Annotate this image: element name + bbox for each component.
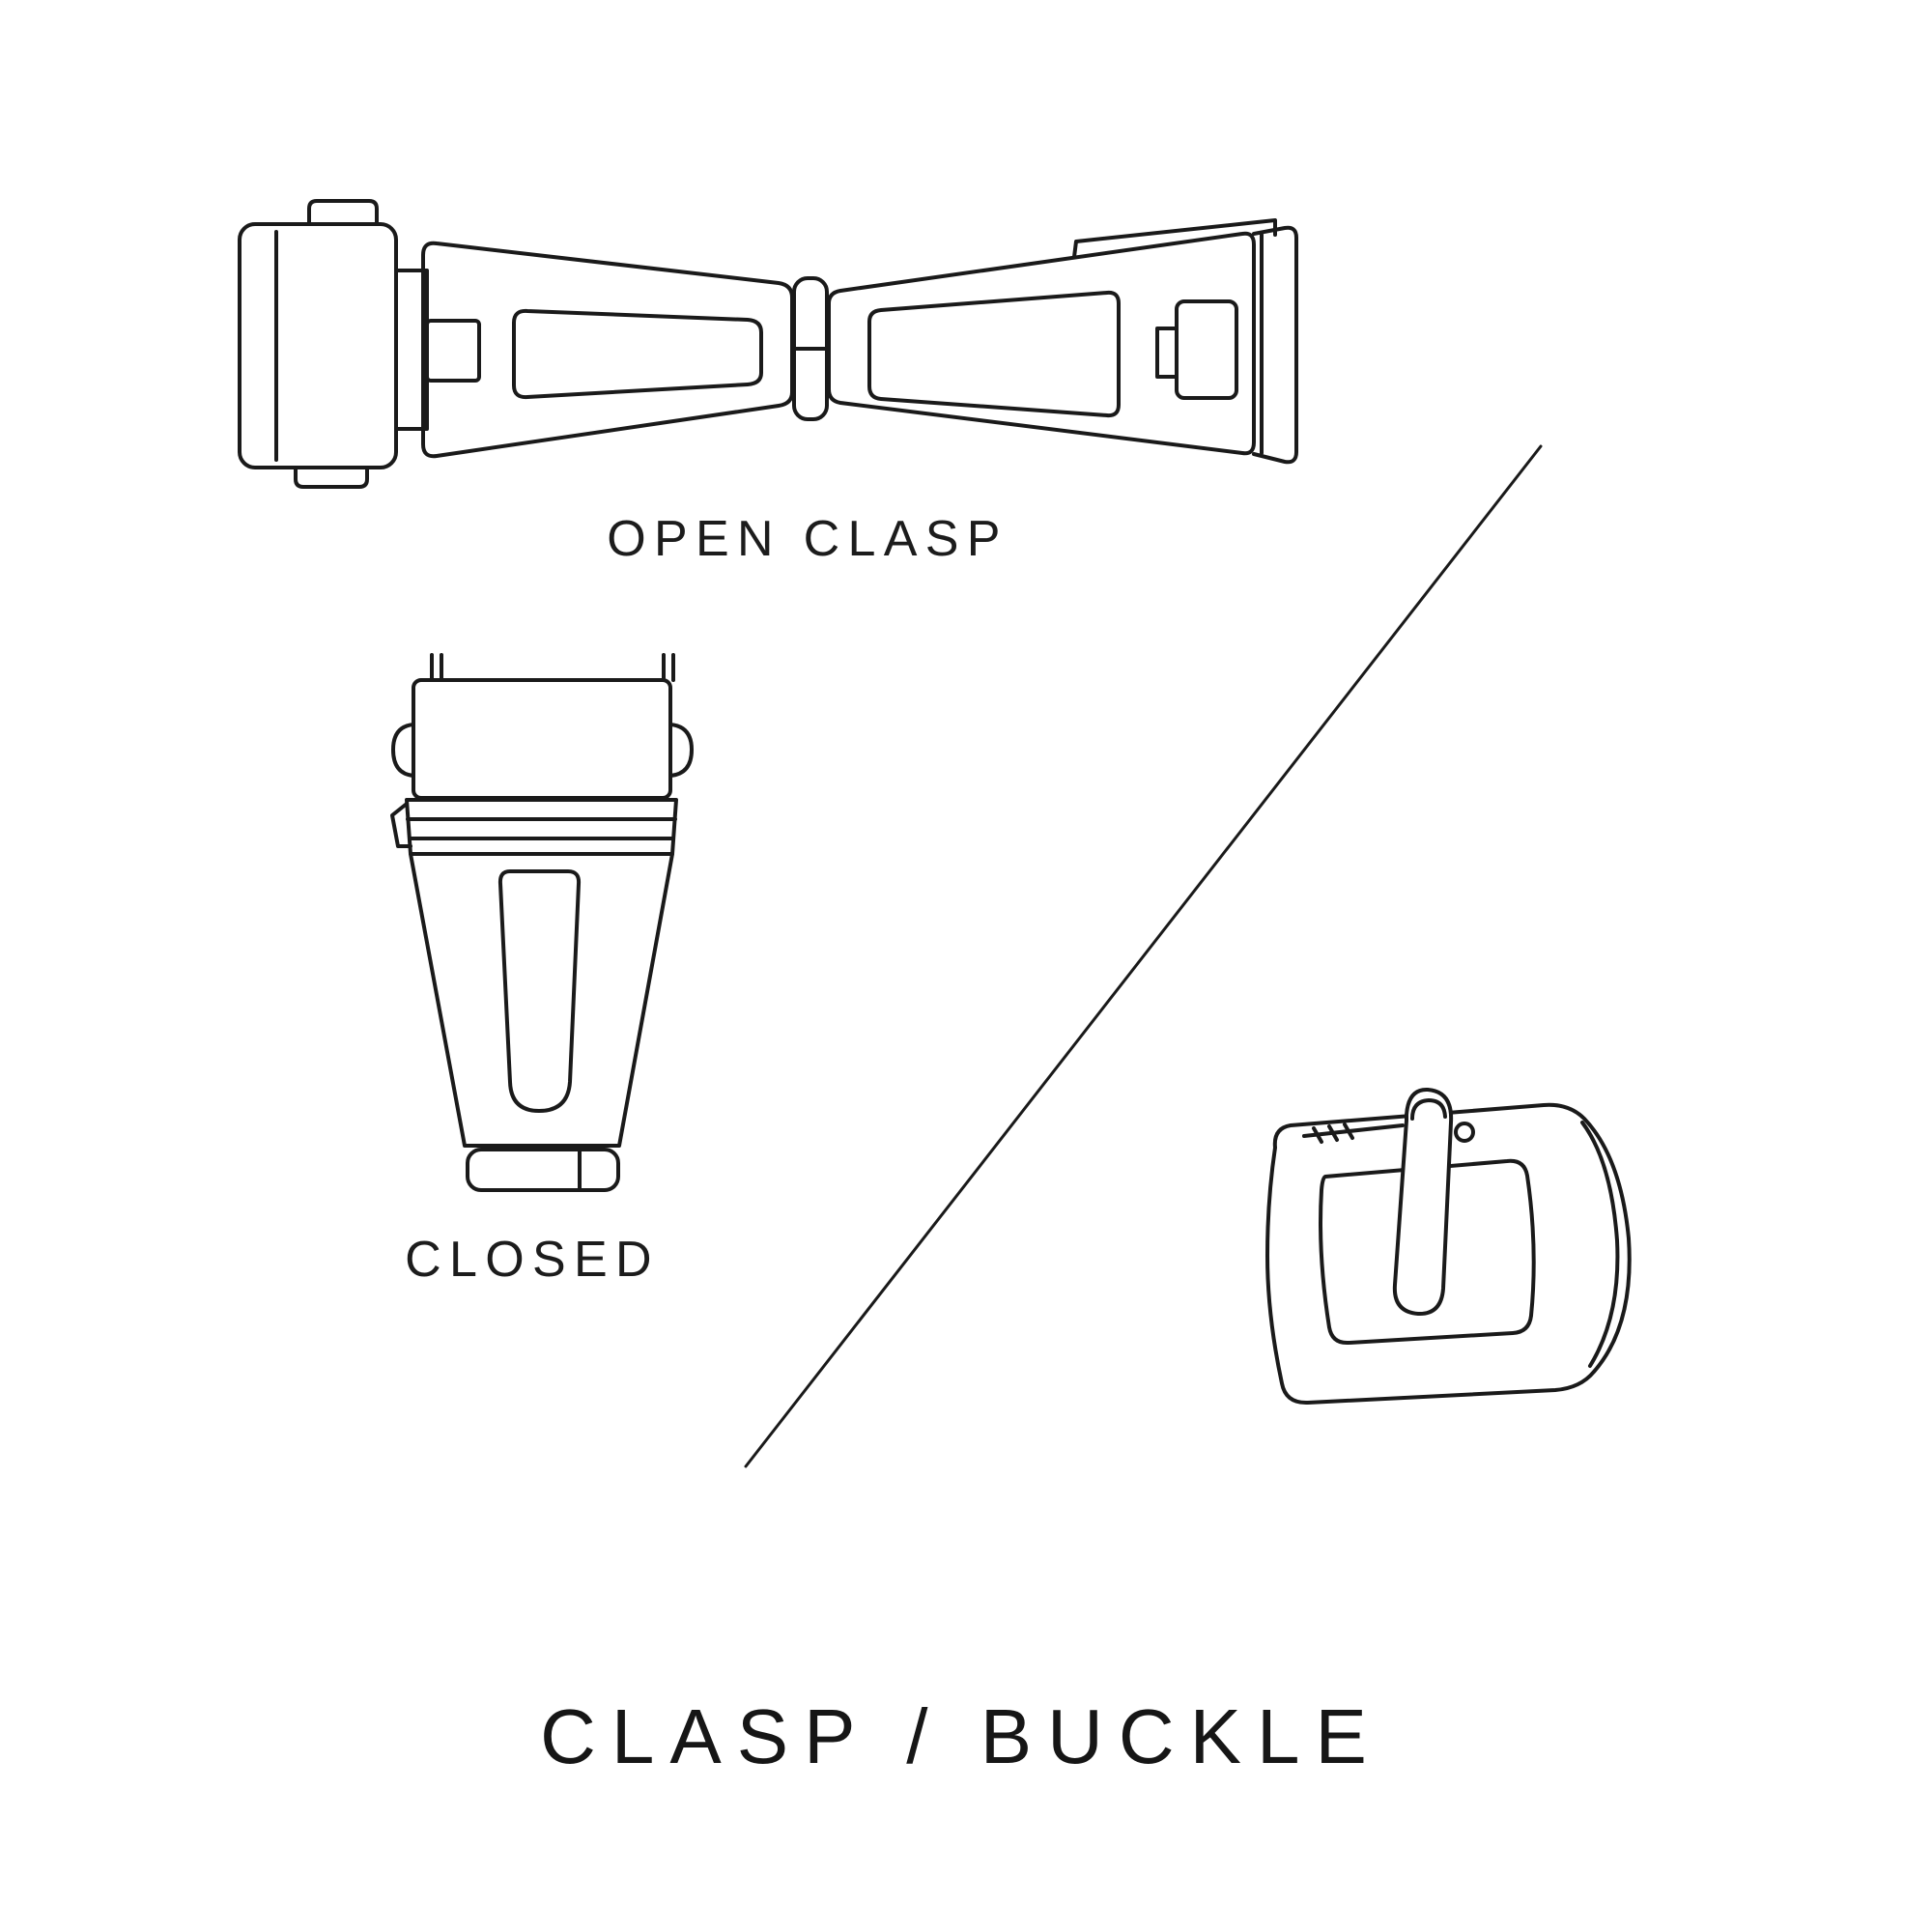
buckle-pivot: [1454, 1122, 1475, 1143]
divider-line: [744, 444, 1543, 1468]
buckle-illustration: [1265, 1087, 1632, 1406]
open-clasp-illustration: [238, 199, 1298, 489]
closed-clasp-label: CLOSED: [405, 1232, 660, 1288]
open-clasp-end-link: [238, 222, 398, 469]
buckle-tang: [1392, 1087, 1454, 1317]
diagram-title: CLASP / BUCKLE: [540, 1693, 1382, 1779]
closed-clasp-illustration: [390, 653, 694, 1192]
open-clasp-label: OPEN CLASP: [607, 511, 1009, 567]
